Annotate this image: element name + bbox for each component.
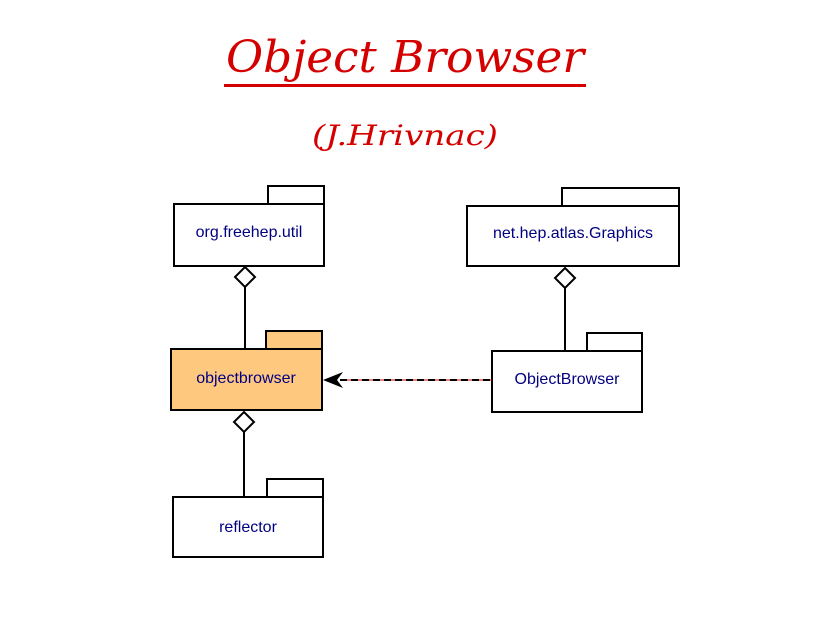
aggregation-diamond-icon xyxy=(553,266,577,290)
package-body xyxy=(466,205,680,267)
package-tab xyxy=(267,185,325,206)
title-underline xyxy=(224,84,586,87)
package-org-freehep-util[interactable] xyxy=(173,185,325,267)
package-tab xyxy=(265,330,323,351)
package-label: objectbrowser xyxy=(196,370,296,387)
package-body xyxy=(172,496,324,558)
package-label: ObjectBrowser xyxy=(515,371,621,388)
package-tab xyxy=(266,478,324,498)
package-label: org.freehep.util xyxy=(196,224,303,241)
package-objectbrowser[interactable] xyxy=(170,330,323,411)
package-body xyxy=(173,203,325,267)
aggregation-diamond-icon xyxy=(232,410,256,434)
dependency-arrow xyxy=(323,372,492,388)
diagram-author: (J.Hrivnac) xyxy=(312,119,498,152)
package-body xyxy=(491,350,643,413)
package-tab xyxy=(561,187,680,207)
arrowhead-icon xyxy=(323,372,343,388)
package-body xyxy=(170,348,323,411)
diagram-title: Object Browser xyxy=(226,32,587,83)
package-ObjectBrowser[interactable] xyxy=(491,332,643,413)
package-reflector[interactable] xyxy=(172,478,324,558)
package-tab xyxy=(586,332,643,353)
aggregation-diamond-icon xyxy=(233,265,257,289)
package-label: net.hep.atlas.Graphics xyxy=(493,225,653,242)
package-net-hep-atlas-graphics[interactable] xyxy=(466,187,680,267)
package-label: reflector xyxy=(219,519,277,536)
